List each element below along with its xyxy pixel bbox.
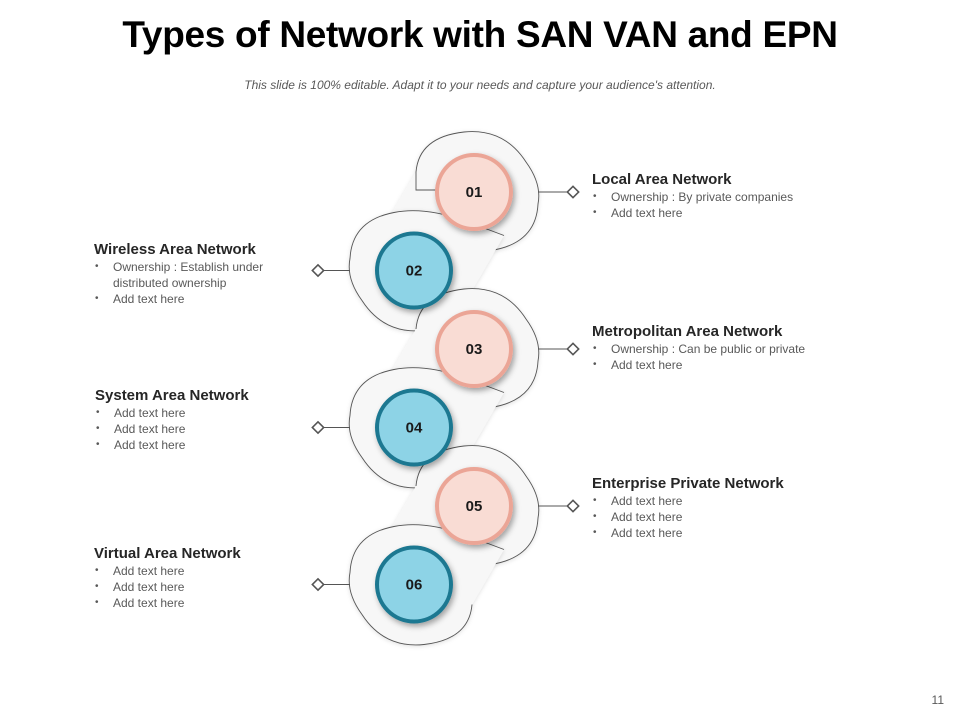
block-title: Metropolitan Area Network [592,323,783,340]
block-title: System Area Network [95,387,249,404]
step-number: 04 [406,420,423,437]
circle-shape [375,545,453,624]
bullet-item: Add text here [94,291,284,307]
bullet-item: Add text here [95,421,285,437]
diamond-marker-icon [311,263,325,278]
circle-shape [435,153,513,231]
step-number: 02 [406,263,423,280]
bullet-item: Add text here [94,563,284,579]
diamond-marker-icon [311,577,325,592]
text-block-05: Enterprise Private NetworkAdd text hereA… [592,475,852,541]
bullet-item: Add text here [94,595,284,611]
circle-shape [435,467,513,545]
text-block-02: Wireless Area NetworkOwnership : Establi… [94,241,284,307]
bullet-item: Add text here [592,357,852,373]
step-number: 03 [466,341,483,358]
step-circle-06: 06 [375,545,453,624]
step-circle-03: 03 [435,310,513,388]
circle-group: 01 02 03 04 05 06 [375,153,513,624]
slide-subtitle: This slide is 100% editable. Adapt it to… [244,78,716,92]
text-block-03: Metropolitan Area NetworkOwnership : Can… [592,323,852,373]
bullet-item: Ownership : Can be public or private [592,341,852,357]
diamond-marker-icon [311,420,325,435]
slide-title: Types of Network with SAN VAN and EPN [122,14,838,55]
bullet-list: Add text hereAdd text hereAdd text here [95,405,285,453]
step-number: 06 [406,577,423,594]
bullet-list: Ownership : Establish under distributed … [94,259,284,307]
bullet-item: Add text here [95,437,285,453]
step-circle-01: 01 [435,153,513,231]
bullet-list: Add text hereAdd text hereAdd text here [94,563,284,611]
bullet-list: Ownership : By private companiesAdd text… [592,189,852,221]
bullet-list: Ownership : Can be public or privateAdd … [592,341,852,373]
block-title: Wireless Area Network [94,241,256,258]
bullet-item: Add text here [592,205,852,221]
bullet-list: Add text hereAdd text hereAdd text here [592,493,852,541]
circle-shape [435,310,513,388]
circle-shape [375,388,453,467]
bullet-item: Add text here [592,493,852,509]
step-number: 01 [466,184,483,201]
text-block-04: System Area NetworkAdd text hereAdd text… [95,387,285,453]
bullet-item: Add text here [592,525,852,541]
bullet-item: Ownership : Establish under distributed … [94,259,284,291]
diamond-marker-icon [566,185,580,199]
text-block-06: Virtual Area NetworkAdd text hereAdd tex… [94,545,284,611]
text-block-01: Local Area NetworkOwnership : By private… [592,171,852,221]
bullet-item: Ownership : By private companies [592,189,852,205]
block-title: Local Area Network [592,171,732,188]
block-title: Virtual Area Network [94,545,241,562]
diamond-marker-icon [566,499,580,513]
bullet-item: Add text here [592,509,852,525]
step-circle-05: 05 [435,467,513,545]
bullet-item: Add text here [94,579,284,595]
step-number: 05 [466,498,483,515]
band-top-cap [415,172,436,191]
diamond-marker-icon [566,342,580,356]
connector-group [311,185,580,592]
circle-shape [375,231,453,310]
step-circle-04: 04 [375,388,453,467]
step-circle-02: 02 [375,231,453,310]
page-number: 11 [931,693,944,707]
bullet-item: Add text here [95,405,285,421]
block-title: Enterprise Private Network [592,475,784,492]
